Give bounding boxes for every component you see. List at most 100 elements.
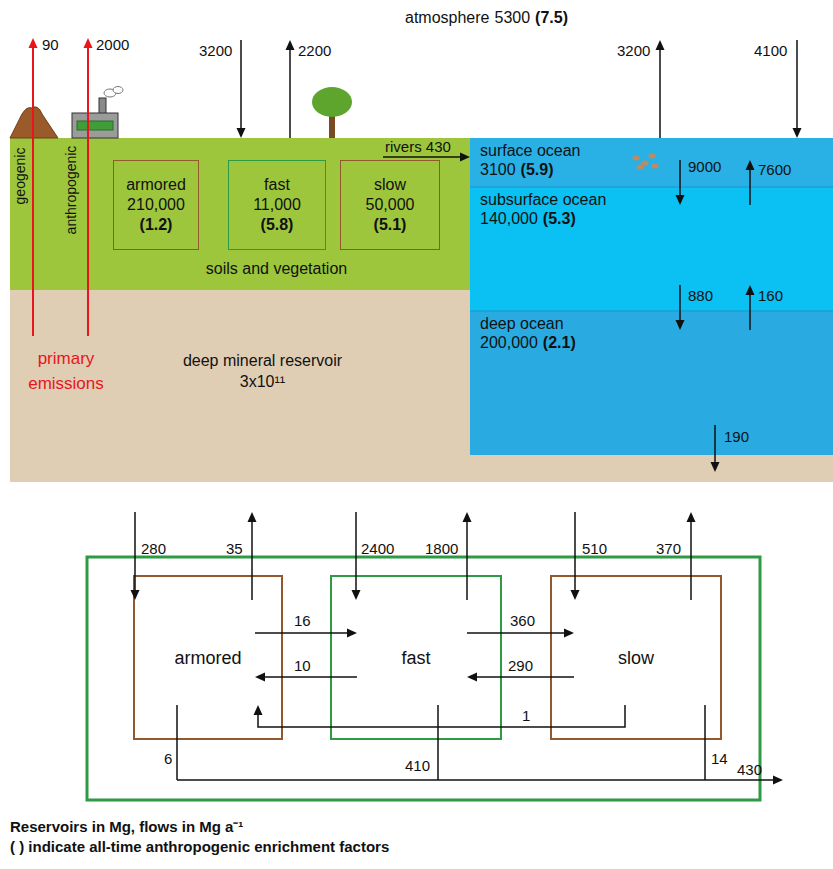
reservoir-name: slow — [374, 175, 406, 195]
flow-line — [87, 47, 89, 290]
flow-value: 510 — [582, 540, 607, 557]
emission-label: primary emissions — [18, 346, 114, 396]
reservoir-name: surface ocean — [480, 141, 823, 160]
flow-arrow — [255, 629, 357, 638]
text-column: armored210,000(1.2) — [114, 161, 198, 249]
flow-line — [134, 512, 136, 591]
flow-line — [251, 521, 253, 600]
arrow-head — [286, 40, 295, 50]
flow-value: 370 — [656, 540, 681, 557]
flow-value: 190 — [724, 428, 749, 445]
flow-arrow — [286, 40, 295, 138]
reservoir-size: 5300 — [495, 8, 531, 27]
text-row: atmosphere 5300(7.5) — [0, 0, 833, 27]
flow-value: 2000 — [96, 36, 129, 53]
arrow-head — [571, 590, 580, 600]
text-column: slow — [552, 577, 720, 738]
arrow-head — [711, 462, 720, 472]
flow-value: 7600 — [758, 161, 791, 178]
flow-arrow — [254, 705, 626, 727]
particle — [649, 154, 656, 159]
reservoir-box: fast — [330, 575, 502, 740]
flow-value: 6 — [164, 750, 172, 767]
arrow-head — [467, 673, 477, 682]
reservoir-name: deep ocean — [480, 314, 823, 333]
particle — [637, 165, 644, 170]
flow-value: 16 — [294, 612, 311, 629]
flow-line — [659, 49, 661, 138]
text-column: fast11,000(5.8) — [229, 161, 325, 249]
factory-icon — [72, 113, 118, 138]
reservoir-box: armored210,000(1.2) — [113, 160, 199, 250]
text-holder: soils and vegetation — [113, 259, 440, 278]
flow-line — [264, 676, 357, 678]
arrow-head — [676, 195, 685, 205]
reservoir-name: slow — [618, 647, 654, 669]
flow-value: 10 — [294, 657, 311, 674]
reservoir-name: atmosphere — [405, 8, 490, 27]
flow-arrow — [467, 629, 574, 638]
flow-arrow — [746, 160, 755, 205]
text-column: slow50,000(5.1) — [341, 161, 439, 249]
reservoir-size: 200,000 — [480, 333, 538, 352]
flow-value: 3200 — [199, 42, 232, 59]
flow-value: 4100 — [754, 42, 787, 59]
reservoir-name: fast — [401, 647, 430, 669]
flow-arrow — [467, 673, 574, 682]
particle — [652, 164, 659, 169]
flow-value: 410 — [405, 757, 430, 774]
enrichment-factor: (5.1) — [374, 215, 407, 235]
arrow-head — [463, 512, 472, 522]
flow-value: 9000 — [688, 158, 721, 175]
flow-line — [679, 285, 681, 321]
enrichment-factor: (5.9) — [521, 160, 554, 179]
text-column: armored — [135, 577, 281, 738]
flow-arrow — [793, 40, 802, 138]
arrow-head — [564, 629, 574, 638]
enrichment-factor: (5.3) — [543, 209, 576, 228]
arrow-head — [347, 629, 357, 638]
arrow-head — [254, 705, 263, 715]
flow-arrow — [711, 425, 720, 472]
flow-value: 1 — [522, 707, 530, 724]
arrow-head — [676, 320, 685, 330]
arrow-head — [656, 40, 665, 50]
flow-value: 35 — [226, 540, 243, 557]
reservoir-box: armored — [133, 575, 283, 740]
enrichment-factor: (7.5) — [535, 8, 568, 27]
flow-line — [476, 676, 574, 678]
flow-line — [749, 169, 751, 205]
flow-arrow — [255, 673, 357, 682]
flow-line — [467, 632, 565, 634]
arrow-head — [793, 128, 802, 138]
reservoir-size: 11,000 — [253, 195, 301, 215]
factory-window — [77, 121, 113, 130]
flow-value: 14 — [711, 750, 728, 767]
reservoir-size: 50,000 — [366, 195, 415, 215]
particle — [633, 156, 640, 161]
flow-value: 3200 — [617, 42, 650, 59]
layer-boundary — [470, 311, 833, 312]
layer-boundary — [470, 187, 833, 188]
reservoir-size: 3100 — [480, 160, 516, 179]
flow-line — [714, 425, 716, 463]
flow-value: 290 — [508, 657, 533, 674]
arrow-head — [255, 673, 265, 682]
flow-line — [466, 521, 468, 600]
arrow-head — [248, 512, 257, 522]
flow-value: 430 — [737, 761, 762, 778]
flow-line — [258, 705, 625, 727]
flow-value: 2200 — [298, 42, 331, 59]
flow-line — [177, 779, 774, 781]
flow-value: 1800 — [425, 540, 458, 557]
chimney-icon — [99, 98, 106, 114]
arrow-head — [237, 128, 246, 138]
axis-label: geogenic — [12, 148, 28, 205]
enrichment-factor: (1.2) — [140, 215, 173, 235]
flow-line — [255, 632, 348, 634]
reservoir-name: deep mineral reservoir — [140, 350, 385, 371]
arrow-head — [352, 590, 361, 600]
reservoir-name: armored — [126, 175, 186, 195]
